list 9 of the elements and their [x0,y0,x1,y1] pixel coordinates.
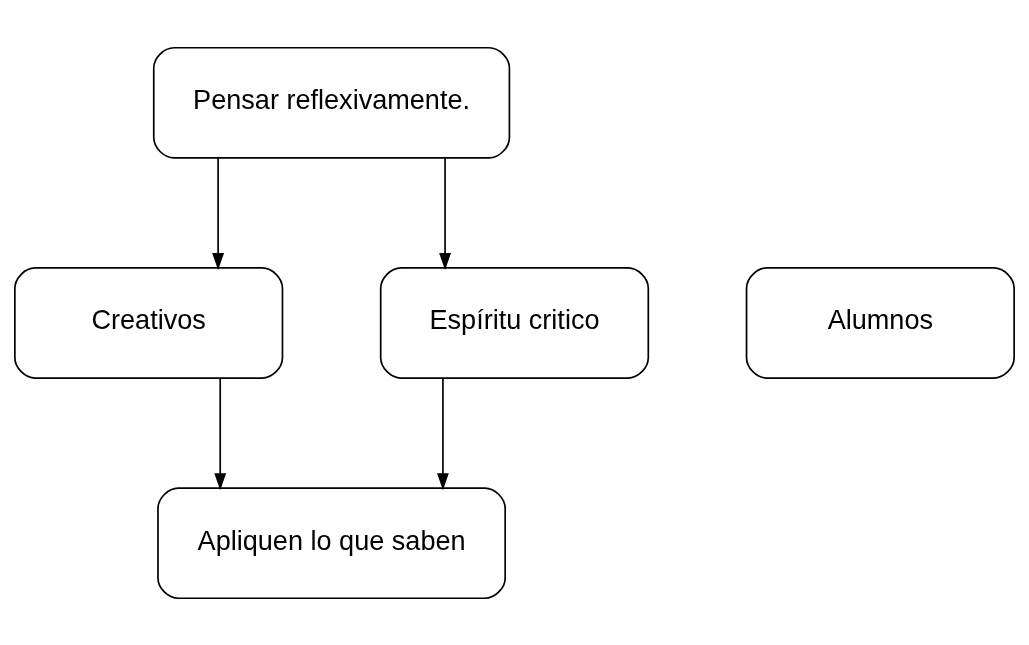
arrow [439,157,451,270]
arrow [212,157,225,270]
node-box: Creativos [14,266,284,379]
node-box: Apliquen lo que saben [157,486,507,599]
arrow [437,377,449,490]
node-box: Espíritu critico [379,266,650,379]
node-box: Pensar reflexivamente. [152,46,511,159]
arrow [214,377,227,490]
node-box: Alumnos [745,266,1015,379]
